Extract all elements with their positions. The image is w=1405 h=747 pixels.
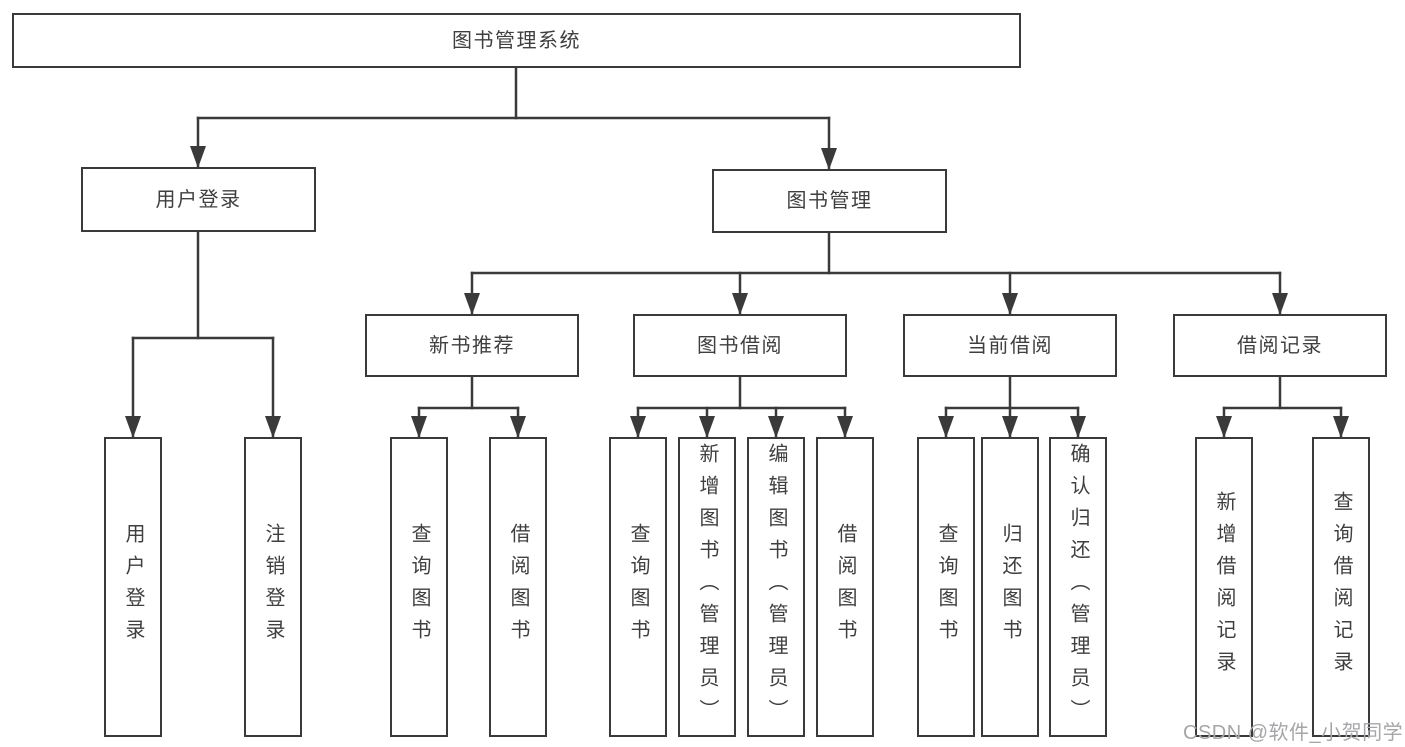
connector-book-management	[464, 231, 1288, 316]
leaf-record-add-borrow-record-label: 新增借阅记录	[1213, 491, 1235, 683]
leaf-record-query-borrow-record: 查询借阅记录	[1312, 437, 1370, 737]
node-new-book-recommend-label: 新书推荐	[429, 334, 515, 357]
node-book-borrow: 图书借阅	[633, 314, 847, 377]
node-current-borrow-label: 当前借阅	[967, 334, 1053, 357]
connector-borrow-record	[1216, 375, 1349, 439]
leaf-newbook-borrow-books: 借阅图书	[489, 437, 547, 737]
node-new-book-recommend: 新书推荐	[365, 314, 579, 377]
node-user-login: 用户登录	[81, 167, 316, 232]
node-book-borrow-label: 图书借阅	[697, 334, 783, 357]
node-library-system: 图书管理系统	[12, 13, 1021, 68]
leaf-record-add-borrow-record: 新增借阅记录	[1195, 437, 1253, 737]
leaf-current-confirm-return-admin: 确认归还（管理员）	[1049, 437, 1107, 737]
leaf-borrow-borrow-books: 借阅图书	[816, 437, 874, 737]
leaf-borrow-query-books: 查询图书	[609, 437, 667, 737]
leaf-current-query-books: 查询图书	[917, 437, 975, 737]
leaf-user-login-label: 用户登录	[122, 523, 144, 651]
connector-user-login	[125, 230, 281, 439]
node-current-borrow: 当前借阅	[903, 314, 1117, 377]
leaf-record-query-borrow-record-label: 查询借阅记录	[1330, 491, 1352, 683]
leaf-current-query-books-label: 查询图书	[935, 523, 957, 651]
node-book-management: 图书管理	[712, 169, 947, 233]
connector-root	[190, 66, 837, 171]
leaf-current-return-books-label: 归还图书	[999, 523, 1021, 651]
leaf-newbook-borrow-books-label: 借阅图书	[507, 523, 529, 651]
leaf-newbook-query-books-label: 查询图书	[408, 523, 430, 651]
node-library-system-label: 图书管理系统	[452, 29, 581, 52]
leaf-borrow-add-books-admin-label: 新增图书（管理员）	[696, 443, 718, 731]
node-user-login-label: 用户登录	[155, 188, 242, 211]
connector-new-book	[411, 375, 526, 439]
leaf-borrow-borrow-books-label: 借阅图书	[834, 523, 856, 651]
node-book-management-label: 图书管理	[786, 190, 873, 212]
csdn-watermark: CSDN @软件_小贺同学	[1183, 722, 1404, 744]
leaf-logout-login: 注销登录	[244, 437, 302, 737]
connector-book-borrow	[630, 375, 853, 439]
node-borrow-record-label: 借阅记录	[1237, 334, 1323, 357]
leaf-current-confirm-return-admin-label: 确认归还（管理员）	[1067, 443, 1089, 731]
leaf-borrow-edit-books-admin: 编辑图书（管理员）	[747, 437, 805, 737]
leaf-user-login: 用户登录	[104, 437, 162, 737]
connector-current-borrow	[938, 375, 1086, 439]
leaf-logout-login-label: 注销登录	[262, 523, 284, 651]
leaf-current-return-books: 归还图书	[981, 437, 1039, 737]
leaf-borrow-query-books-label: 查询图书	[627, 523, 649, 651]
node-borrow-record: 借阅记录	[1173, 314, 1387, 377]
leaf-newbook-query-books: 查询图书	[390, 437, 448, 737]
leaf-borrow-edit-books-admin-label: 编辑图书（管理员）	[765, 443, 787, 731]
leaf-borrow-add-books-admin: 新增图书（管理员）	[678, 437, 736, 737]
